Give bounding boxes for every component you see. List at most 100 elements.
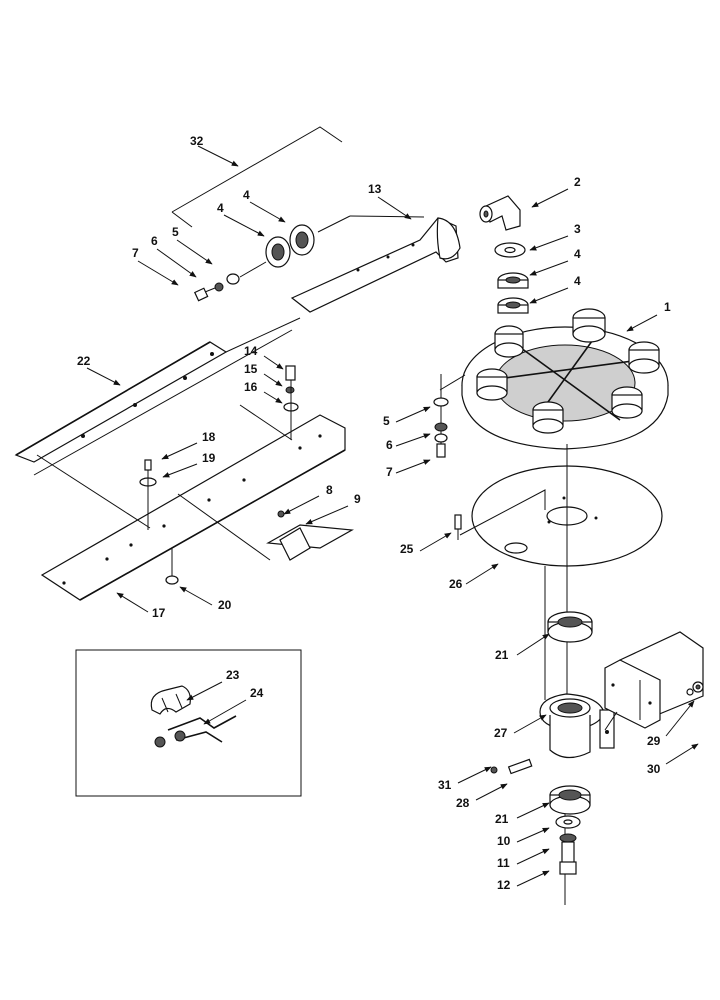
callout-c22: 22 xyxy=(77,354,121,386)
tine-bar-22 xyxy=(14,317,301,476)
callout-c25: 25 xyxy=(400,532,452,556)
callout-arrow-c6a xyxy=(156,248,197,278)
callout-arrow-c18 xyxy=(161,442,198,460)
callout-arrow-c1 xyxy=(626,314,658,332)
callout-label-c11: 11 xyxy=(497,856,510,870)
callout-label-c4b: 4 xyxy=(217,201,224,215)
callout-arrow-c13 xyxy=(377,196,412,220)
callout-arrow-c29 xyxy=(665,700,695,737)
callout-label-c12: 12 xyxy=(497,878,511,892)
callout-c28: 28 xyxy=(456,783,508,810)
callout-arrow-c6b xyxy=(395,433,431,447)
callout-arrow-c30 xyxy=(665,743,699,765)
callout-arrow-c11 xyxy=(516,848,550,865)
callout-c8: 8 xyxy=(283,483,333,515)
callout-arrow-c5a xyxy=(176,239,213,265)
callout-arrow-c15 xyxy=(263,373,283,387)
washer-3 xyxy=(494,242,526,258)
callout-label-c10: 10 xyxy=(497,834,511,848)
callout-label-c1: 1 xyxy=(664,300,671,314)
callout-c21a: 21 xyxy=(495,633,550,662)
callout-label-c28: 28 xyxy=(456,796,470,810)
bearings-4-vertical xyxy=(497,272,529,314)
callout-arrow-c19 xyxy=(162,463,198,478)
callout-arrow-c16 xyxy=(263,391,283,404)
callout-arrow-c21b xyxy=(516,802,550,819)
callout-label-c32: 32 xyxy=(190,134,204,148)
callout-label-c18: 18 xyxy=(202,430,216,444)
callout-c5b: 5 xyxy=(383,406,431,428)
fastener-set-right xyxy=(433,374,449,458)
callout-label-c4d: 4 xyxy=(574,274,581,288)
callout-label-c7b: 7 xyxy=(386,465,393,479)
callout-c19: 19 xyxy=(162,451,216,478)
callout-c3: 3 xyxy=(529,222,581,251)
clip-8-9 xyxy=(266,510,354,561)
bearing-21-upper xyxy=(547,611,593,643)
callout-c26: 26 xyxy=(449,563,499,591)
bearing-21-lower xyxy=(549,785,591,815)
callout-arrow-c4c xyxy=(529,260,569,276)
callout-arrow-c24 xyxy=(203,699,247,725)
callout-label-c25: 25 xyxy=(400,542,414,556)
callout-label-c14: 14 xyxy=(244,344,258,358)
bolt-14 xyxy=(283,365,299,440)
callout-label-c26: 26 xyxy=(449,577,463,591)
callout-arrow-c7a xyxy=(137,260,179,286)
callout-c17: 17 xyxy=(116,592,166,620)
callout-arrow-c27 xyxy=(513,714,547,734)
callout-label-c21b: 21 xyxy=(495,812,509,826)
callout-c5a: 5 xyxy=(172,225,213,265)
callout-arrow-c32 xyxy=(197,145,239,167)
callout-c13: 13 xyxy=(368,182,412,220)
callout-c29: 29 xyxy=(647,700,695,748)
callout-label-c7a: 7 xyxy=(132,246,139,260)
callout-c24: 24 xyxy=(203,686,264,725)
callout-label-c5a: 5 xyxy=(172,225,179,239)
callout-c23: 23 xyxy=(186,668,240,701)
callout-label-c4a: 4 xyxy=(243,188,250,202)
callout-label-c17: 17 xyxy=(152,606,166,620)
callout-c14: 14 xyxy=(244,344,284,370)
callout-label-c21a: 21 xyxy=(495,648,509,662)
callout-c30: 30 xyxy=(647,743,699,776)
callout-c32: 32 xyxy=(190,134,239,167)
callout-c11: 11 xyxy=(497,848,550,870)
rotor-housing-1 xyxy=(439,308,669,450)
callout-label-c5b: 5 xyxy=(383,414,390,428)
callout-c4b: 4 xyxy=(217,201,265,237)
callout-arrow-c4b xyxy=(223,214,265,237)
bolt-25 xyxy=(454,514,462,540)
callout-c4d: 4 xyxy=(529,274,581,304)
callout-label-c24: 24 xyxy=(250,686,264,700)
callout-arrow-c4a xyxy=(249,201,286,223)
callout-arrow-c9 xyxy=(305,505,349,525)
callout-c27: 27 xyxy=(494,714,547,740)
callout-arrow-c12 xyxy=(516,870,550,887)
callout-c2: 2 xyxy=(531,175,581,208)
callout-c12: 12 xyxy=(497,870,550,892)
callout-label-c20: 20 xyxy=(218,598,232,612)
callout-label-c6a: 6 xyxy=(151,234,158,248)
callout-arrow-c3 xyxy=(529,235,569,251)
callout-arrow-c28 xyxy=(475,783,508,801)
callout-arrow-c25 xyxy=(419,532,452,552)
callout-label-c2: 2 xyxy=(574,175,581,189)
shield-disc-26 xyxy=(459,465,663,567)
callout-label-c8: 8 xyxy=(326,483,333,497)
callout-c1: 1 xyxy=(626,300,671,332)
callout-arrow-c10 xyxy=(516,827,550,843)
hub-27 xyxy=(539,693,615,759)
callout-arrow-c5b xyxy=(395,406,431,423)
bolt-18 xyxy=(139,459,179,585)
callout-arrow-c4d xyxy=(529,287,569,304)
bracket-mount xyxy=(604,631,704,731)
callout-label-c6b: 6 xyxy=(386,438,393,452)
callout-label-c16: 16 xyxy=(244,380,258,394)
callout-c10: 10 xyxy=(497,827,550,848)
callout-label-c19: 19 xyxy=(202,451,216,465)
elbow-fitting-2 xyxy=(479,195,521,231)
callout-label-c22: 22 xyxy=(77,354,91,368)
tine-arm-17 xyxy=(36,404,346,601)
